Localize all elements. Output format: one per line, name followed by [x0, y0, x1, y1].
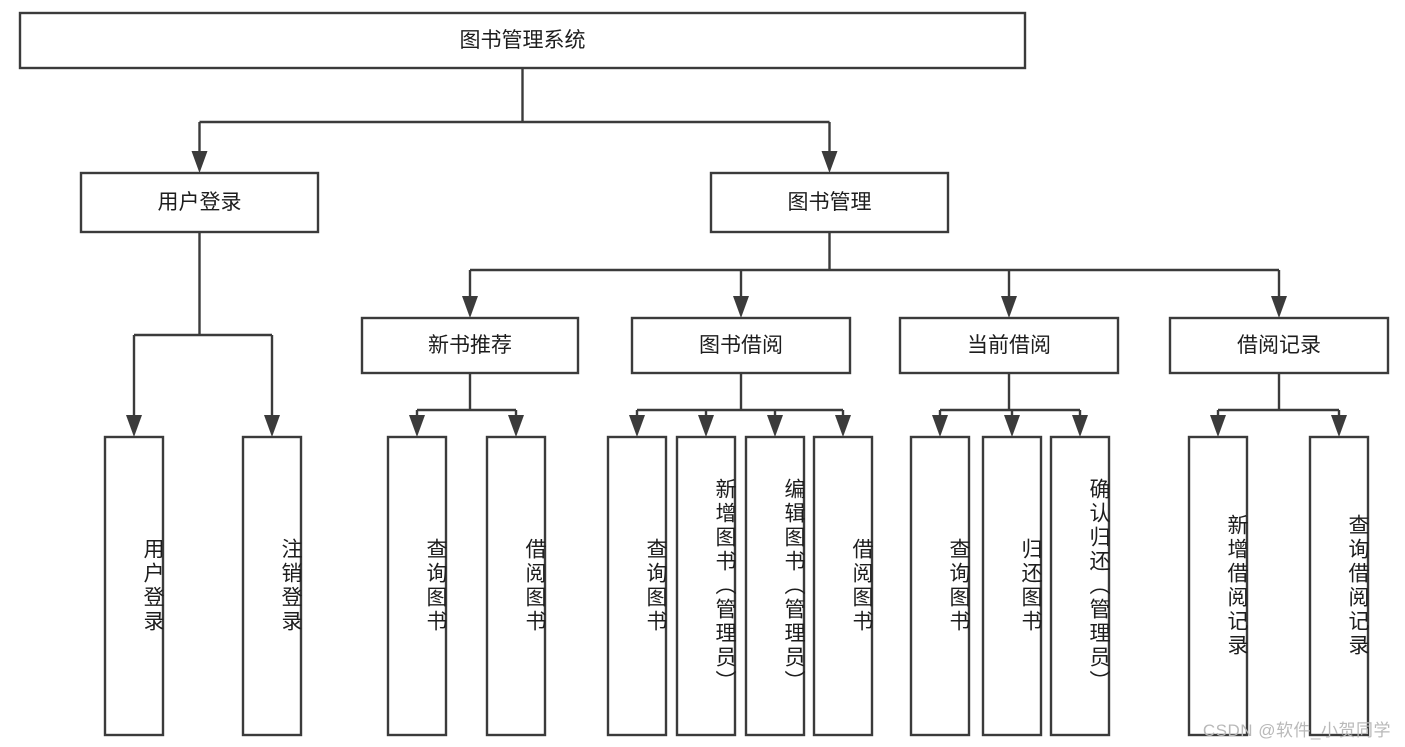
- csdn-watermark: CSDN @软件_小贺同学: [1202, 721, 1391, 740]
- node-leaf-confirm-return[interactable]: [1049, 435, 1111, 737]
- arrow-head-icon: [629, 415, 645, 437]
- arrow-head-icon: [1004, 415, 1020, 437]
- connector-layer: [126, 68, 1347, 437]
- arrow-head-icon: [191, 151, 208, 173]
- node-leaf-query-book-cur[interactable]: [909, 435, 971, 737]
- node-leaf-add-record[interactable]: [1187, 435, 1249, 737]
- node-user-login-label: 用户登录: [158, 191, 242, 214]
- node-borrow-record-label: 借阅记录: [1237, 334, 1321, 357]
- arrow-head-icon: [1001, 296, 1017, 318]
- node-new-book-rec-label: 新书推荐: [428, 334, 512, 357]
- node-leaf-user-login[interactable]: [103, 435, 165, 737]
- node-leaf-borrow-book[interactable]: [812, 435, 874, 737]
- node-leaf-borrow-book-rec[interactable]: [485, 435, 547, 737]
- node-current-borrow-label: 当前借阅: [967, 334, 1051, 357]
- arrow-head-icon: [1210, 415, 1226, 437]
- node-current-borrow[interactable]: [898, 316, 1120, 375]
- node-leaf-return-book[interactable]: [981, 435, 1043, 737]
- arrow-head-icon: [126, 415, 142, 437]
- node-book-manage[interactable]: [709, 171, 950, 234]
- node-book-borrow[interactable]: [630, 316, 852, 375]
- arrow-head-icon: [698, 415, 714, 437]
- node-user-login[interactable]: [79, 171, 320, 234]
- arrow-head-icon: [1331, 415, 1347, 437]
- arrow-head-icon: [1072, 415, 1088, 437]
- node-leaf-edit-book[interactable]: [744, 435, 806, 737]
- node-borrow-record[interactable]: [1168, 316, 1390, 375]
- node-new-book-rec[interactable]: [360, 316, 580, 375]
- arrow-head-icon: [835, 415, 851, 437]
- node-leaf-query-book-rec[interactable]: [386, 435, 448, 737]
- node-leaf-add-book[interactable]: [675, 435, 737, 737]
- node-leaf-query-record[interactable]: [1308, 435, 1370, 737]
- node-book-manage-label: 图书管理: [788, 191, 872, 214]
- arrow-head-icon: [264, 415, 280, 437]
- node-root-label: 图书管理系统: [460, 29, 586, 52]
- arrow-head-icon: [462, 296, 478, 318]
- arrow-head-icon: [508, 415, 524, 437]
- node-book-borrow-label: 图书借阅: [699, 334, 783, 357]
- node-leaf-query-book[interactable]: [606, 435, 668, 737]
- arrow-head-icon: [821, 151, 838, 173]
- arrow-head-icon: [1271, 296, 1287, 318]
- arrow-head-icon: [932, 415, 948, 437]
- arrow-head-icon: [409, 415, 425, 437]
- node-root[interactable]: [18, 11, 1027, 70]
- arrow-head-icon: [767, 415, 783, 437]
- arrow-head-icon: [733, 296, 749, 318]
- node-leaf-user-logout[interactable]: [241, 435, 303, 737]
- node-box-layer: [18, 11, 1390, 737]
